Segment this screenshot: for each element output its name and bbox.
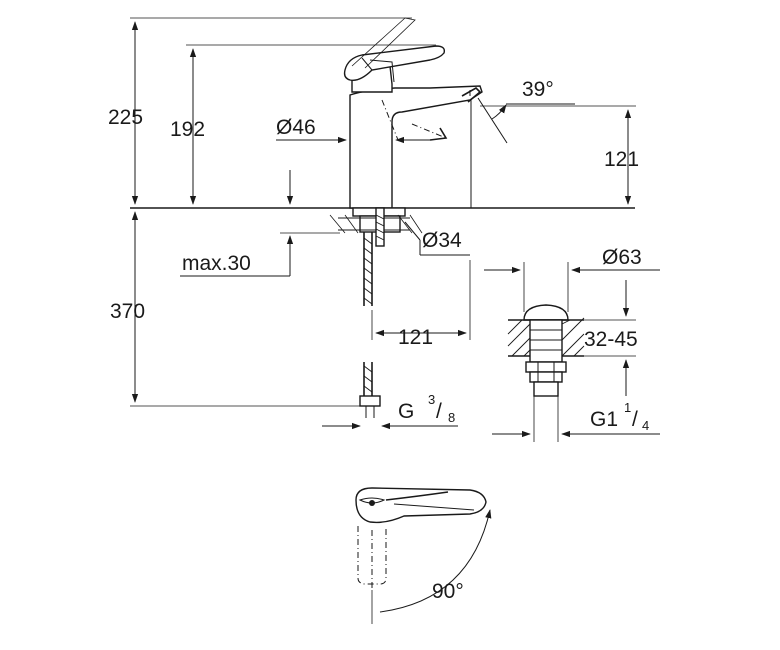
label-spout-angle: 39° — [522, 78, 554, 101]
label-total-height: 225 — [108, 106, 143, 129]
thread-letter: G — [398, 400, 414, 423]
label-waste-range: 32-45 — [584, 328, 638, 351]
label-spout-reach: 121 — [604, 148, 639, 171]
label-mount-hole-diameter: Ø34 — [422, 229, 462, 252]
label-hose-length: 370 — [110, 300, 145, 323]
dimension-lines-right — [322, 103, 636, 430]
waste-thread-slash: / — [632, 408, 638, 431]
thread-slash: / — [436, 400, 442, 423]
thread-numerator: 3 — [428, 392, 435, 407]
waste-thread-numerator: 1 — [624, 400, 631, 415]
faucet-side-view — [130, 17, 635, 418]
label-max-deck-thickness: max.30 — [182, 252, 251, 275]
label-waste-diameter: Ø63 — [602, 246, 642, 269]
label-connection-thread: G 3 / 8 — [398, 392, 455, 425]
label-spout-height: 192 — [170, 118, 205, 141]
thread-denominator: 8 — [448, 410, 455, 425]
handle-top-view — [355, 487, 492, 624]
label-hose-spacing: 121 — [398, 326, 433, 349]
label-waste-thread: G1 1 / 4 — [590, 400, 649, 433]
waste-thread-letter: G1 — [590, 408, 618, 431]
label-body-diameter: Ø46 — [276, 116, 316, 139]
waste-valve — [484, 262, 660, 442]
label-handle-rotation: 90° — [432, 580, 464, 603]
dimension-labels: 225 192 39° Ø46 121 Ø34 max.30 370 121 G… — [108, 78, 649, 603]
waste-thread-denominator: 4 — [642, 418, 649, 433]
dimension-lines-left — [130, 17, 436, 407]
